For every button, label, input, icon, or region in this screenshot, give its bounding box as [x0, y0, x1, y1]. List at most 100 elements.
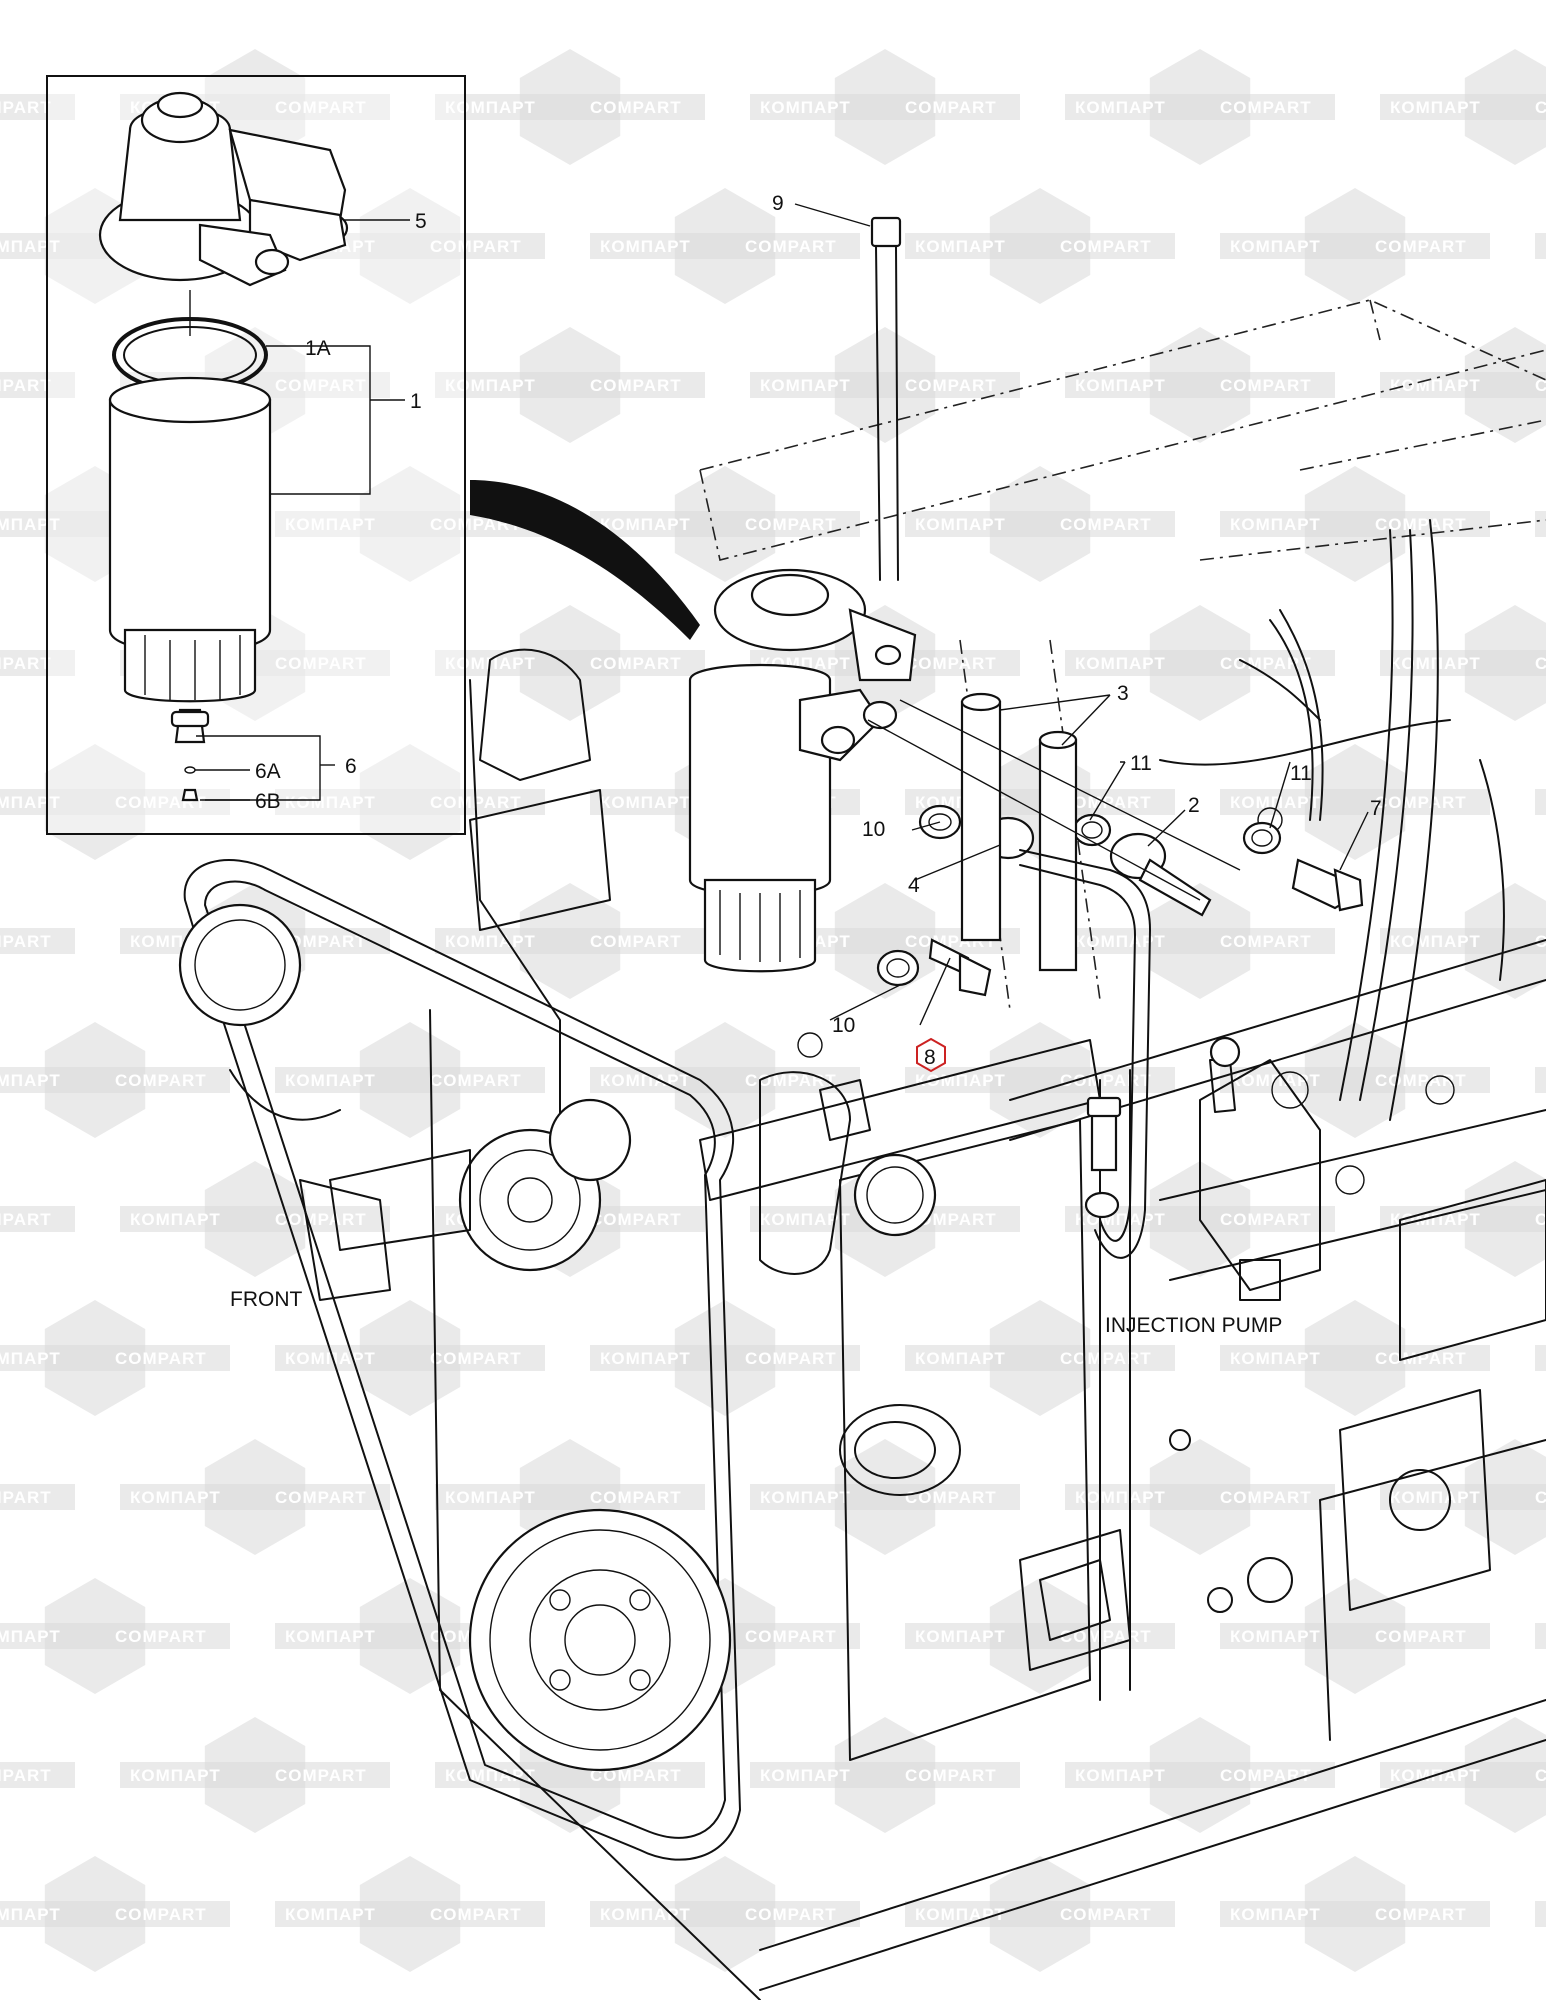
watermark-text-left: КОМПАРТ [0, 1349, 61, 1368]
watermark-text-right: COMPART [115, 1627, 207, 1646]
watermark-text-right: COMPART [1535, 376, 1546, 395]
watermark-text-right: COMPART [905, 1488, 997, 1507]
callout-2: 2 [1188, 794, 1200, 817]
watermark-text-left: КОМПАРТ [1075, 1488, 1166, 1507]
watermark-text-left: КОМПАРТ [600, 793, 691, 812]
callout-4: 4 [908, 874, 920, 897]
label-injection-pump: INJECTION PUMP [1105, 1314, 1282, 1337]
callout-labels: 9 5 1A 1 6A 6 6B 3 11 11 2 7 10 4 10 8 F… [230, 192, 1382, 1337]
watermark-badge: КОМПАРТ COMPART [1380, 327, 1546, 443]
watermark-text-right: COMPART [1375, 1071, 1467, 1090]
watermark-bar [1380, 650, 1546, 676]
watermark-text-right: COMPART [1535, 1766, 1546, 1785]
watermark-bar [0, 1901, 230, 1927]
watermark-bar [275, 1345, 545, 1371]
watermark-text-left: КОМПАРТ [285, 515, 376, 534]
watermark-bar [0, 1484, 75, 1510]
watermark-text-right: COMPART [745, 1071, 837, 1090]
watermark-text-left: КОМПАРТ [600, 1349, 691, 1368]
watermark-bar [1220, 233, 1490, 259]
watermark-bar [1380, 372, 1546, 398]
watermark-text-right: COMPART [1220, 376, 1312, 395]
watermark-bar [1535, 233, 1546, 259]
watermark-text-right: COMPART [0, 1488, 52, 1507]
watermark-text-left: КОМПАРТ [0, 515, 61, 534]
watermark-bar [905, 233, 1175, 259]
watermark-bar [120, 1484, 390, 1510]
watermark-text-right: COMPART [1375, 237, 1467, 256]
watermark-text-left: КОМПАРТ [0, 1905, 61, 1924]
callout-10b: 10 [832, 1014, 855, 1037]
watermark-text-left: КОМПАРТ [285, 1071, 376, 1090]
watermark-text-right: COMPART [430, 1349, 522, 1368]
watermark-text-right: COMPART [275, 654, 367, 673]
watermark-text-left: КОМПАРТ [1075, 376, 1166, 395]
watermark-text-right: COMPART [275, 98, 367, 117]
watermark-text-left: КОМПАРТ [1075, 654, 1166, 673]
watermark-bar [750, 1762, 1020, 1788]
callout-6b: 6B [255, 790, 281, 813]
watermark-text-right: COMPART [1060, 1905, 1152, 1924]
mounted-fuel-filter [470, 216, 917, 973]
callout-8-highlight [916, 1037, 946, 1073]
watermark-bar [590, 511, 860, 537]
watermark-text-right: COMPART [1535, 98, 1546, 117]
watermark-text-right: COMPART [0, 932, 52, 951]
watermark-text-right: COMPART [0, 376, 52, 395]
watermark-text-right: COMPART [275, 1210, 367, 1229]
watermark-text-left: КОМПАРТ [445, 1488, 536, 1507]
watermark-text-right: COMPART [1375, 515, 1467, 534]
callout-7: 7 [1370, 797, 1382, 820]
watermark-text-right: COMPART [115, 1071, 207, 1090]
watermark-text-left: КОМПАРТ [1230, 1627, 1321, 1646]
label-front: FRONT [230, 1288, 302, 1311]
watermark-text-right: COMPART [905, 654, 997, 673]
watermark-text-left: КОМПАРТ [1230, 515, 1321, 534]
watermark-bar [120, 1206, 390, 1232]
watermark-text-left: КОМПАРТ [915, 1349, 1006, 1368]
watermark-text-right: COMPART [1375, 1627, 1467, 1646]
callout-6: 6 [345, 755, 357, 778]
watermark-text-left: КОМПАРТ [760, 1488, 851, 1507]
watermark-text-left: КОМПАРТ [1230, 1349, 1321, 1368]
watermark-badge: КОМПАРТ COMPART [1220, 1578, 1490, 1694]
watermark-text-right: COMPART [1060, 237, 1152, 256]
watermark-bar [0, 94, 75, 120]
watermark-badge: КОМПАРТ COMPART [750, 1439, 1020, 1555]
watermark-text-right: COMPART [745, 1349, 837, 1368]
watermark-text-left: КОМПАРТ [1390, 932, 1481, 951]
watermark-bar [0, 1067, 230, 1093]
watermark-bar [1220, 511, 1490, 537]
watermark-text-right: COMPART [1060, 1349, 1152, 1368]
watermark-text-right: COMPART [1060, 515, 1152, 534]
watermark-badge: КОМПАРТ COMPART [1065, 327, 1335, 443]
watermark-text-left: КОМПАРТ [0, 1071, 61, 1090]
watermark-text-right: COMPART [0, 654, 52, 673]
watermark-badge: КОМПАРТ COMPART [1220, 466, 1490, 582]
callout-6a: 6A [255, 760, 281, 783]
watermark-text-left: КОМПАРТ [1390, 376, 1481, 395]
